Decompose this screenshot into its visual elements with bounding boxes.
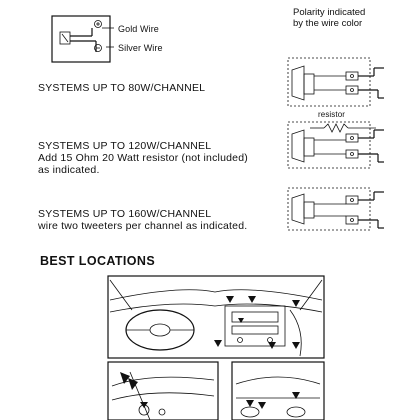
system-120w-title: SYSTEMS UP TO 120W/CHANNEL bbox=[38, 140, 212, 152]
best-locations-heading: BEST LOCATIONS bbox=[40, 254, 156, 268]
crossover-diagram-icon bbox=[287, 57, 384, 231]
polarity-note: Polarity indicated by the wire color bbox=[293, 7, 365, 29]
polarity-note-line-2: by the wire color bbox=[293, 18, 363, 29]
system-160w-title: SYSTEMS UP TO 160W/CHANNEL bbox=[38, 208, 212, 220]
system-160w-block: SYSTEMS UP TO 160W/CHANNEL wire two twee… bbox=[38, 208, 247, 232]
tweeter-terminal-icon bbox=[51, 15, 114, 63]
gold-wire-label: Gold Wire bbox=[118, 24, 159, 34]
system-120w-line-2: as indicated. bbox=[38, 164, 100, 176]
resistor-icon bbox=[323, 123, 349, 133]
system-120w-block: SYSTEMS UP TO 120W/CHANNEL Add 15 Ohm 20… bbox=[38, 140, 248, 176]
resistor-label: resistor bbox=[318, 110, 346, 119]
system-160w-line-1: wire two tweeters per channel as indicat… bbox=[38, 220, 248, 232]
system-120w-line-1: Add 15 Ohm 20 Watt resistor (not include… bbox=[38, 152, 248, 164]
polarity-note-line-1: Polarity indicated bbox=[293, 7, 366, 18]
system-80w-title: SYSTEMS UP TO 80W/CHANNEL bbox=[38, 82, 206, 94]
silver-wire-label: Silver Wire bbox=[118, 43, 163, 53]
